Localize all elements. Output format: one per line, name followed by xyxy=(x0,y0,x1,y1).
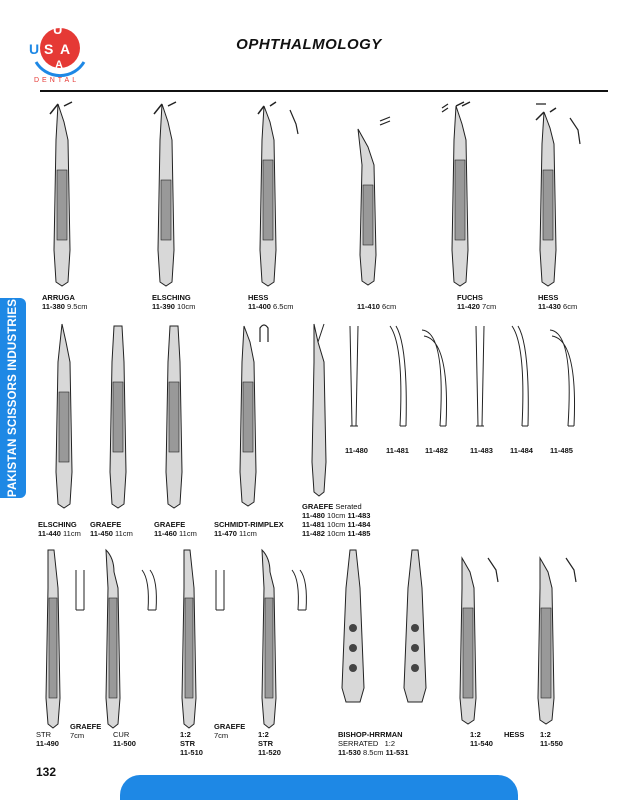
forceps-11-530-drawing xyxy=(334,548,374,708)
tip-label-11-481: 11-481 xyxy=(386,446,409,455)
footer-bar xyxy=(120,775,518,800)
tip-label-11-482: 11-482 xyxy=(425,446,448,455)
forceps-11-400-drawing xyxy=(250,100,306,290)
page-number: 132 xyxy=(36,765,57,779)
page-title: OPHTHALMOLOGY xyxy=(236,36,382,53)
forceps-11-520-drawing xyxy=(256,548,286,733)
tip-11-485-drawing xyxy=(548,326,584,436)
tip-11-482-drawing xyxy=(420,326,456,436)
forceps-11-470-drawing xyxy=(232,322,282,512)
svg-text:S: S xyxy=(44,41,53,57)
tip-graefe-a-drawing xyxy=(72,570,88,620)
forceps-11-390-drawing xyxy=(148,100,188,290)
forceps-11-480-drawing xyxy=(306,322,336,502)
svg-text:U: U xyxy=(53,22,62,37)
svg-text:DENTAL: DENTAL xyxy=(34,77,79,84)
title-divider xyxy=(40,90,608,92)
tip-label-11-485: 11-485 xyxy=(550,446,573,455)
forceps-11-490-drawing xyxy=(40,548,70,733)
tip-11-484-drawing xyxy=(506,325,536,436)
forceps-11-500-drawing xyxy=(100,548,130,733)
tip-11-483-drawing xyxy=(470,325,492,436)
graefe-serrated-block: GRAEFE Serated 11-480 10cm 11-483 11-481… xyxy=(302,502,371,538)
forceps-11-460-drawing xyxy=(156,322,196,512)
side-tab-label: PAKISTAN SCISSORS INDUSTRIES xyxy=(7,298,19,498)
forceps-11-380-drawing xyxy=(44,100,84,290)
tip-11-480-drawing xyxy=(344,325,366,436)
forceps-11-540-drawing xyxy=(452,548,512,728)
label-bishop-hrrman: BISHOP-HRRMAN SERRATED 1:2 11-530 8.5cm … xyxy=(338,730,409,757)
logo-circle xyxy=(40,28,80,68)
svg-text:A: A xyxy=(55,59,63,71)
side-tab: PAKISTAN SCISSORS INDUSTRIES xyxy=(0,298,26,498)
forceps-11-531-drawing xyxy=(396,548,436,708)
usa-dental-logo: U U S A A DENTAL xyxy=(22,14,98,90)
tip-label-11-480: 11-480 xyxy=(345,446,368,455)
tip-cur-drawing xyxy=(140,569,160,620)
forceps-11-550-drawing xyxy=(530,548,590,728)
forceps-11-420-drawing xyxy=(440,100,490,290)
forceps-11-450-drawing xyxy=(100,322,140,512)
svg-text:U: U xyxy=(29,41,39,57)
forceps-11-510-drawing xyxy=(176,548,206,733)
tip-graefe-b-drawing xyxy=(212,570,228,620)
tip-curved-drawing xyxy=(290,569,310,620)
forceps-11-430-drawing xyxy=(528,100,588,290)
forceps-11-440-drawing xyxy=(46,322,86,512)
label-hess: HESS xyxy=(504,730,525,739)
tip-label-11-483: 11-483 xyxy=(470,446,493,455)
svg-text:A: A xyxy=(60,41,70,57)
tip-11-481-drawing xyxy=(384,325,414,436)
label-11-410: 11-410 6cm xyxy=(357,302,397,311)
forceps-11-410-drawing xyxy=(350,115,410,290)
tip-label-11-484: 11-484 xyxy=(510,446,533,455)
